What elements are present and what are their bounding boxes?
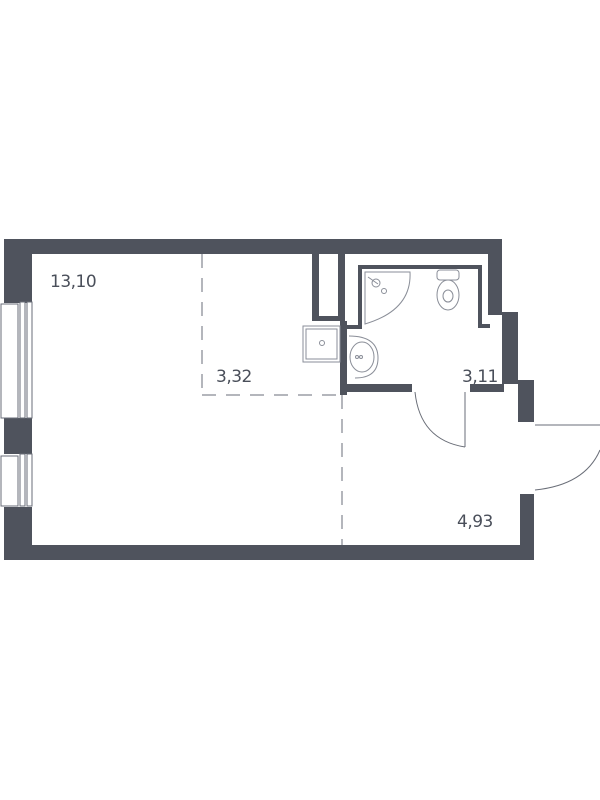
room-area-bathroom: 3,11 <box>462 367 498 387</box>
room-area-hallway: 4,93 <box>457 512 493 532</box>
room-area-kitchen: 3,32 <box>216 367 252 387</box>
room-area-living: 13,10 <box>50 272 97 292</box>
windows <box>0 301 33 507</box>
walls <box>4 239 534 560</box>
fixtures <box>302 269 460 379</box>
doors <box>414 391 600 491</box>
zone-lines <box>201 254 343 545</box>
